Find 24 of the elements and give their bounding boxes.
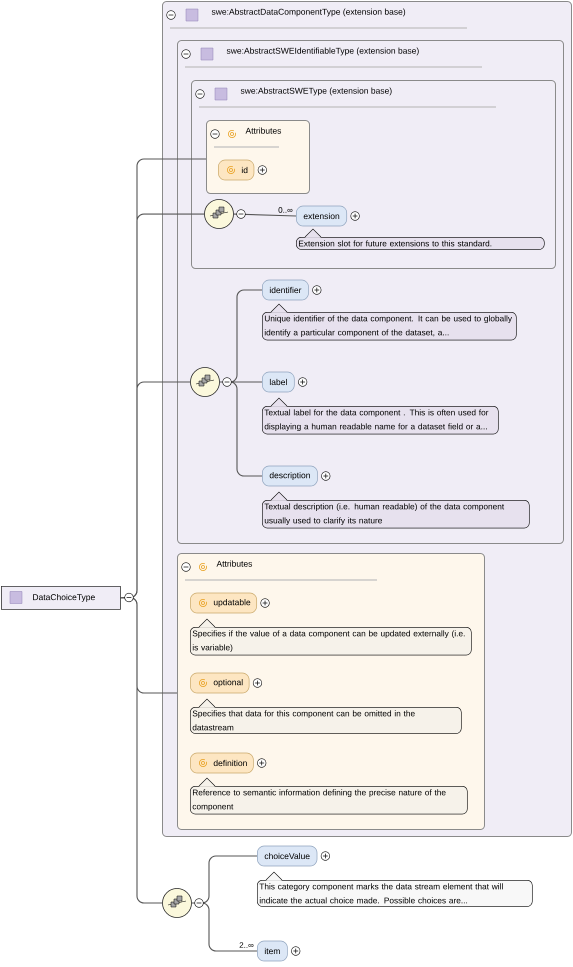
element-pill: label — [262, 372, 295, 392]
type-box: DataChoiceType — [1, 586, 121, 610]
element-pill: identifier — [262, 280, 309, 300]
attribute-pill: id — [218, 160, 254, 180]
sequence-compositor — [162, 888, 192, 918]
element-pill: description — [262, 466, 318, 486]
annotation-callout: Specifies if the value of a data component can be updated externally (i.e. is variable) — [190, 618, 472, 656]
attribute-pill: updatable — [190, 592, 258, 614]
annotation-callout: Unique identifier of the data component. It can be used to globally identify a particular component of the dataset, a... — [262, 304, 517, 340]
element-pill: choiceValue — [257, 846, 318, 866]
annotation-callout: Textual label for the data component . This is often used for displaying a human readable name for a dataset field or a... — [262, 398, 499, 434]
multiplicity-label: 0..∞ — [278, 207, 292, 213]
multiplicity-label: 2..∞ — [240, 942, 254, 948]
attribute-pill: definition — [190, 752, 254, 774]
element-pill: extension — [296, 206, 348, 226]
annotation-callout: Extension slot for future extensions to this standard. — [296, 228, 545, 250]
annotation-callout: Specifies that data for this component can be omitted in the datastream — [190, 698, 462, 734]
sequence-compositor — [190, 367, 220, 397]
attribute-pill: optional — [190, 672, 250, 694]
sequence-compositor — [204, 199, 234, 229]
annotation-callout: This category component marks the data stream element that will indicate the actual choice made. Possible choices are... — [257, 872, 533, 907]
annotation-callout: Reference to semantic information defining the precise nature of the component — [190, 778, 468, 814]
element-pill: item — [257, 940, 288, 962]
annotation-callout: Textual description (i.e. human readable) of the data component usually used to clarify its nature — [262, 492, 530, 528]
